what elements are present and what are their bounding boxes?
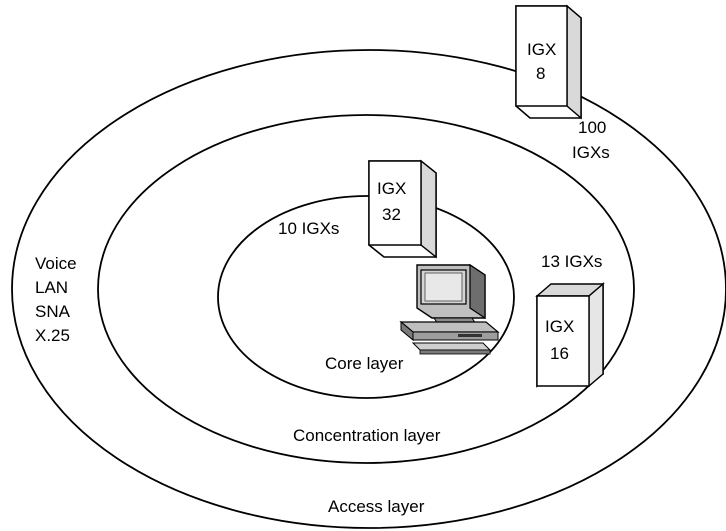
igx-8-switch-icon: IGX 8 <box>515 4 582 120</box>
traffic-type-x25: X.25 <box>35 326 70 345</box>
igx-16-label-line2: 16 <box>550 344 569 363</box>
core-layer-label: Core layer <box>325 354 404 373</box>
traffic-type-voice: Voice <box>35 254 77 273</box>
igx-32-label-line1: IGX <box>377 179 406 198</box>
traffic-type-lan: LAN <box>35 278 68 297</box>
access-layer-count-line2: IGXs <box>572 143 610 162</box>
igx-8-label-line1: IGX <box>527 40 556 59</box>
igx-16-label-line1: IGX <box>545 317 574 336</box>
igx-32-label-line2: 32 <box>382 205 401 224</box>
workstation-computer-icon <box>399 263 500 355</box>
core-layer-count: 10 IGXs <box>278 219 339 238</box>
igx-16-switch-icon: IGX 16 <box>535 282 605 388</box>
traffic-type-sna: SNA <box>35 302 71 321</box>
access-layer-count-line1: 100 <box>578 118 606 137</box>
access-layer-label: Access layer <box>328 497 425 516</box>
igx-8-label-line2: 8 <box>536 64 545 83</box>
igx-32-switch-icon: IGX 32 <box>368 159 437 259</box>
concentration-layer-label: Concentration layer <box>293 426 441 445</box>
concentration-layer-count: 13 IGXs <box>541 252 602 271</box>
